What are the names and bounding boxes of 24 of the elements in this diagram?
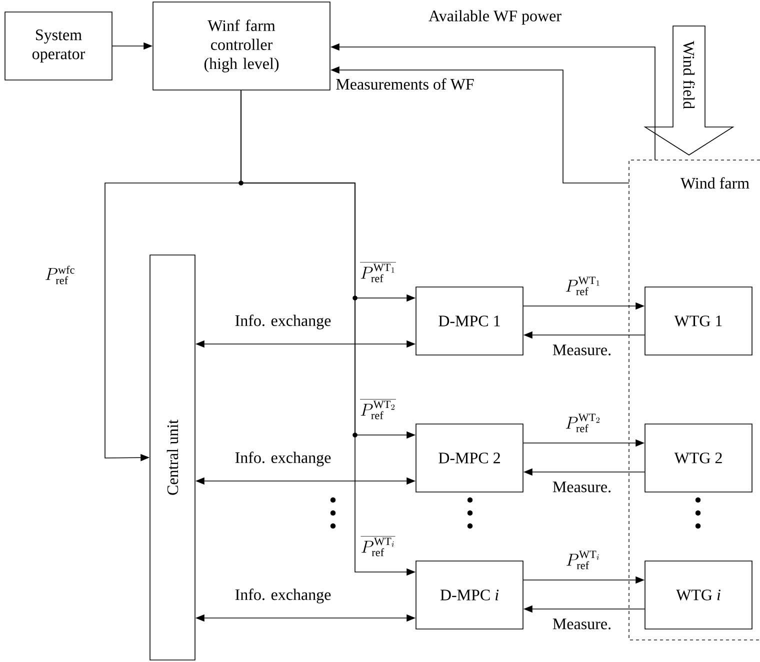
process-box: D-MPC 2 <box>416 424 524 492</box>
edge-label: $\overline{P_{\mathrm{ref}}^{\mathrm{WT}_1}}$ <box>359 260 397 284</box>
edge-label: Info. exchange <box>234 314 332 330</box>
edge-label: Info. exchange <box>234 588 332 604</box>
edge-label: $\overline{P_{\mathrm{ref}}^{\mathrm{WT}_i}}$ <box>360 534 396 558</box>
process-box: D-MPC 1 <box>416 286 524 356</box>
controller-box: Winf farm controller (high level) <box>152 2 330 90</box>
edge-label: Info. exchange <box>234 450 332 468</box>
edge-label: $\overline{P_{\mathrm{ref}}^{\mathrm{WT}_2}}$ <box>359 398 397 420</box>
process-box: System operator <box>4 12 112 80</box>
process-box: D-MPC i <box>416 560 524 630</box>
edge-label: $P_{\mathrm{ref}}^{\mathrm{WT}_2}$ <box>564 412 602 434</box>
process-box: WTG 1 <box>644 286 752 356</box>
edge-label: Measurements of WF <box>334 77 476 91</box>
edge-label: Measure. <box>551 480 613 494</box>
edge-label: $P_{\mathrm{ref}}^{\mathrm{WT}_i}$ <box>564 550 602 570</box>
edge-label: $P_{\mathrm{ref}}^{\mathrm{WT}_1}$ <box>564 276 602 296</box>
edge-label: Measure. <box>551 618 613 630</box>
process-box: WTG i <box>644 560 752 630</box>
process-box: WTG 2 <box>644 424 752 492</box>
edge-label: Measure. <box>551 344 613 356</box>
central-unit-box: Central unit <box>150 254 196 660</box>
edge-label: Available WF power <box>428 9 562 26</box>
edge-label: $P_{\mathrm{ref}}^{\mathrm{wfc}}$ <box>44 264 76 286</box>
